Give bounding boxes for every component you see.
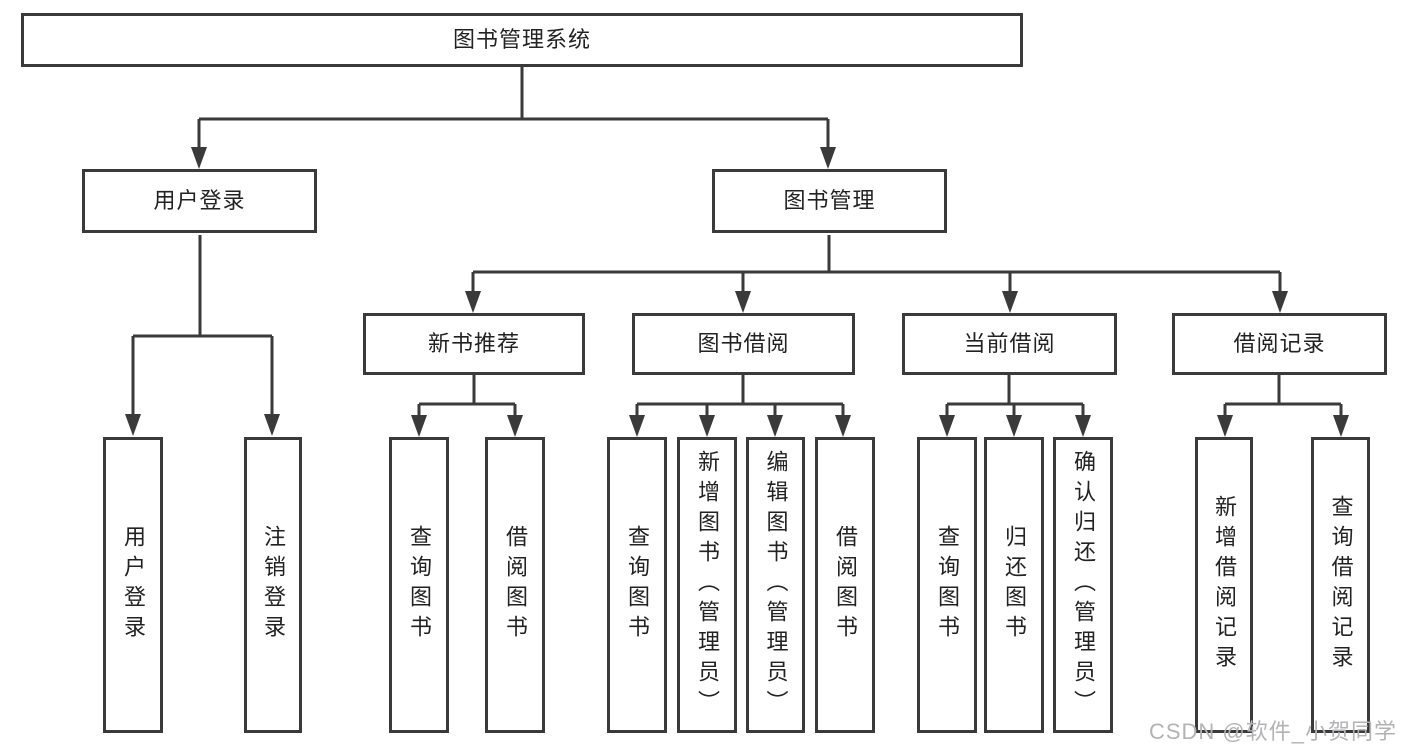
leaf-logout-label: 注销登录 (261, 525, 286, 645)
node-borrowing-records-label: 借阅记录 (1233, 331, 1326, 356)
leaf-query-books-current: 查询图书 (917, 437, 977, 733)
leaf-user-login: 用户登录 (103, 437, 163, 733)
leaf-add-borrow-record-label: 新增借阅记录 (1212, 495, 1237, 675)
node-book-management-label: 图书管理 (783, 188, 876, 213)
leaf-edit-books-admin: 编辑图书（管理员） (746, 437, 805, 733)
csdn-watermark: CSDN @软件_小贺同学 (1148, 719, 1397, 744)
leaf-borrow-books-label: 借阅图书 (833, 525, 858, 645)
leaf-query-books-borrowing-label: 查询图书 (625, 525, 650, 645)
node-current-borrowing-label: 当前借阅 (963, 331, 1056, 356)
leaf-borrow-books: 借阅图书 (815, 437, 875, 733)
node-user-login-branch-label: 用户登录 (153, 188, 246, 213)
leaf-borrow-books-recommend: 借阅图书 (485, 437, 545, 733)
node-new-book-recommendation-label: 新书推荐 (427, 331, 520, 356)
node-book-borrowing: 图书借阅 (632, 313, 855, 375)
node-library-system: 图书管理系统 (21, 13, 1023, 67)
leaf-query-books-current-label: 查询图书 (935, 525, 960, 645)
leaf-query-books-recommend-label: 查询图书 (407, 525, 432, 645)
leaf-query-books-recommend: 查询图书 (389, 437, 449, 733)
node-new-book-recommendation: 新书推荐 (363, 313, 585, 375)
leaf-user-login-label: 用户登录 (121, 525, 146, 645)
leaf-confirm-return-admin: 确认归还（管理员） (1053, 437, 1113, 733)
leaf-return-books: 归还图书 (984, 437, 1044, 733)
leaf-add-books-admin: 新增图书（管理员） (677, 437, 737, 733)
leaf-edit-books-admin-label: 编辑图书（管理员） (763, 450, 789, 720)
node-current-borrowing: 当前借阅 (902, 313, 1117, 375)
node-user-login-branch: 用户登录 (82, 169, 317, 233)
leaf-query-books-borrowing: 查询图书 (607, 437, 667, 733)
node-borrowing-records: 借阅记录 (1172, 313, 1387, 375)
leaf-return-books-label: 归还图书 (1002, 525, 1027, 645)
leaf-confirm-return-admin-label: 确认归还（管理员） (1071, 450, 1096, 720)
leaf-logout: 注销登录 (244, 437, 302, 733)
leaf-add-books-admin-label: 新增图书（管理员） (695, 450, 720, 720)
leaf-borrow-books-recommend-label: 借阅图书 (503, 525, 528, 645)
node-book-management: 图书管理 (712, 169, 947, 233)
leaf-query-borrow-record: 查询借阅记录 (1311, 437, 1370, 733)
leaf-add-borrow-record: 新增借阅记录 (1195, 437, 1253, 733)
node-library-system-label: 图书管理系统 (452, 27, 591, 52)
node-book-borrowing-label: 图书借阅 (697, 331, 790, 356)
leaf-query-borrow-record-label: 查询借阅记录 (1328, 495, 1354, 675)
